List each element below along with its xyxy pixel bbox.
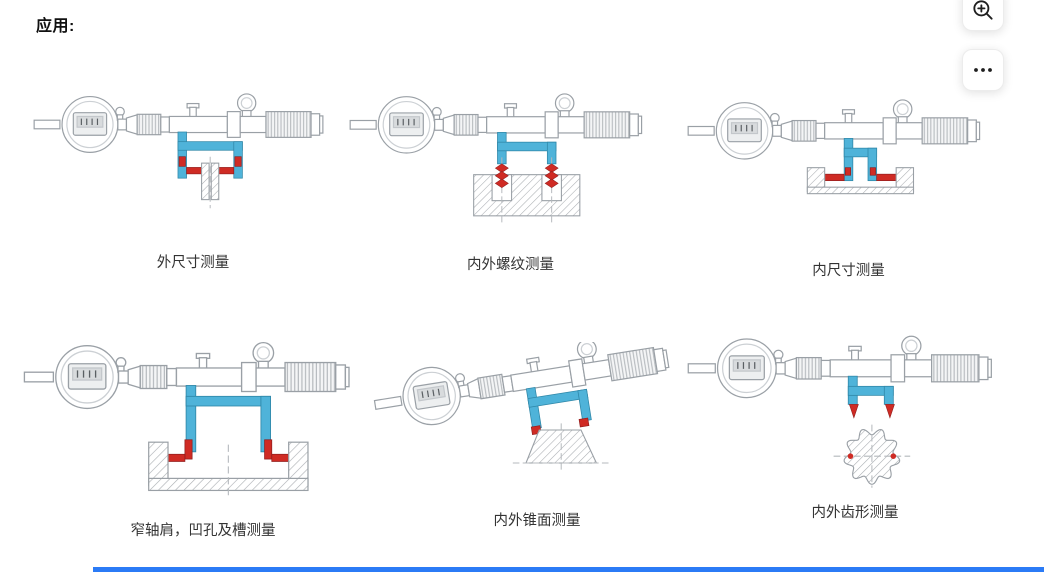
horizontal-scrollbar[interactable] [93,567,1044,572]
diagram-gear-tooth-measurement [687,335,992,488]
diagram-taper-measurement [373,342,670,472]
more-options-button[interactable] [962,49,1004,91]
application-card: 内尺寸测量 [686,94,1011,280]
diagram-thread-measurement [349,93,643,223]
zoom-in-button[interactable] [962,0,1004,31]
diagram-external-dimension-measurement [33,93,324,209]
diagram-internal-dimension-measurement [687,99,981,195]
application-card: 内外齿形测量 [686,330,1024,522]
application-card: 外尺寸测量 [32,88,354,272]
diagram-caption: 内外齿形测量 [811,505,899,521]
diagram-caption: 内外锥面测量 [493,513,581,529]
diagram-caption: 内尺寸测量 [812,262,885,279]
ellipsis-icon [974,68,992,72]
application-card: 内外锥面测量 [372,342,702,530]
diagram-caption: 窄轴肩，凹孔及槽测量 [130,523,276,539]
diagram-caption: 内外螺纹测量 [467,256,554,273]
diagram-shoulder-recess-groove-measurement [23,341,350,498]
diagram-caption: 外尺寸测量 [156,255,230,271]
section-title: 应用: [36,18,75,35]
application-card: 内外螺纹测量 [348,88,673,274]
application-card: 窄轴肩，凹孔及槽测量 [22,336,384,540]
magnifier-plus-icon [973,0,993,20]
